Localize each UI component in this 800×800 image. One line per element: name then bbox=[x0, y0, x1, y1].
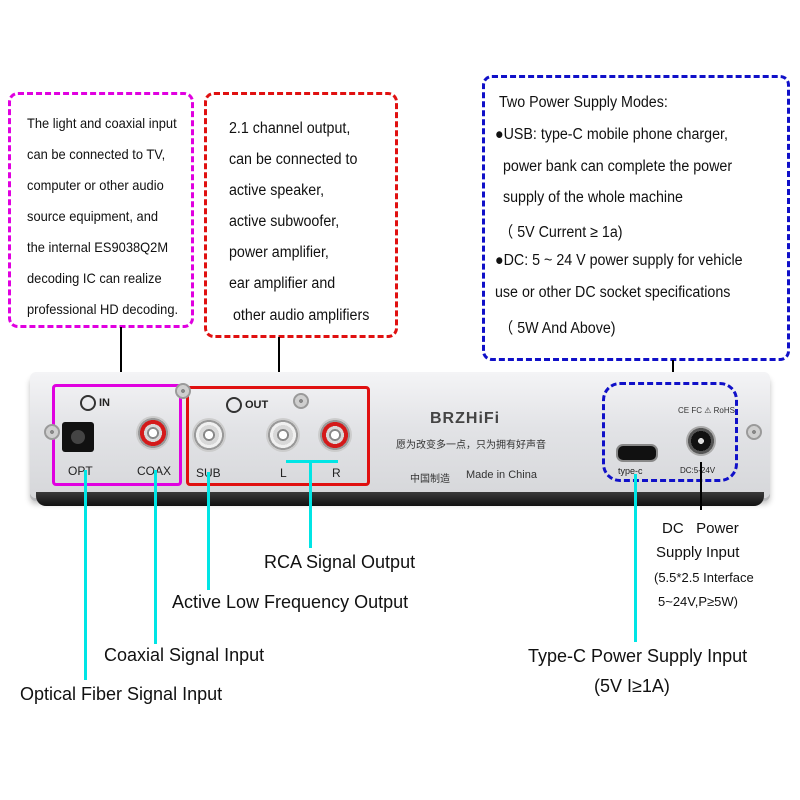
optical-pointer-line bbox=[84, 470, 87, 680]
output-callout-line: active speaker, bbox=[229, 182, 325, 199]
coax-annotation: Coaxial Signal Input bbox=[104, 645, 265, 665]
typec-label: type-c bbox=[618, 466, 643, 476]
input-callout: The light and coaxial input can be conne… bbox=[8, 92, 194, 328]
power-callout-line: ●DC: 5 ~ 24 V power supply for vehicle bbox=[495, 252, 743, 269]
rca-annotation: RCA Signal Output bbox=[264, 552, 416, 572]
made-in-cn: 中国制造 bbox=[410, 474, 450, 485]
output-callout-line: power amplifier, bbox=[229, 244, 329, 261]
typec-pointer-line bbox=[634, 474, 637, 642]
cert-marks: CE FC ⚠ RoHS bbox=[678, 406, 735, 415]
out-label: OUT bbox=[226, 397, 268, 413]
dc-label: DC:5-24V bbox=[680, 466, 716, 475]
output-arrow-icon bbox=[226, 397, 242, 413]
power-callout-line: power bank can complete the power bbox=[503, 158, 733, 175]
input-callout-line: decoding IC can realize bbox=[27, 270, 162, 286]
typec-annotation: Type-C Power Supply Input bbox=[528, 646, 748, 666]
power-callout-line: （ 5V Current ≥ 1a) bbox=[499, 224, 623, 241]
screw-icon bbox=[44, 424, 60, 440]
dc-annotation-title: DC Power bbox=[662, 520, 739, 537]
input-callout-line: source equipment, and bbox=[27, 208, 159, 224]
power-callout-line: ●USB: type-C mobile phone charger, bbox=[495, 126, 728, 143]
power-callout-line: supply of the whole machine bbox=[503, 189, 683, 206]
power-callout-line: Two Power Supply Modes: bbox=[499, 94, 668, 111]
dc-annotation-detail: (5.5*2.5 Interface bbox=[654, 570, 754, 585]
screw-icon bbox=[293, 393, 309, 409]
made-in-en: Made in China bbox=[466, 469, 537, 481]
input-callout-line: the internal ES9038Q2M bbox=[27, 239, 169, 255]
screw-icon bbox=[175, 383, 191, 399]
output-callout: 2.1 channel output, can be connected to … bbox=[204, 92, 398, 338]
coax-port bbox=[136, 416, 170, 450]
input-callout-line: The light and coaxial input bbox=[27, 115, 177, 131]
input-leader-line bbox=[120, 327, 122, 384]
dc-annotation-detail: 5~24V,P≥5W) bbox=[658, 594, 739, 609]
screw-icon bbox=[746, 424, 762, 440]
r-label: R bbox=[332, 466, 341, 480]
typec-annotation-detail: (5V I≥1A) bbox=[594, 676, 670, 696]
dc-pointer-line bbox=[700, 462, 702, 510]
dc-jack bbox=[686, 426, 716, 456]
output-callout-line: can be connected to bbox=[229, 151, 358, 168]
in-label: IN bbox=[80, 395, 110, 411]
output-callout-line: 2.1 channel output, bbox=[229, 120, 351, 137]
optical-port bbox=[62, 422, 94, 452]
sub-pointer-line bbox=[207, 472, 210, 590]
opt-label: OPT bbox=[68, 464, 93, 478]
output-highlight bbox=[186, 386, 370, 486]
input-arrow-icon bbox=[80, 395, 96, 411]
power-leader-line bbox=[672, 360, 674, 382]
output-callout-line: active subwoofer, bbox=[229, 213, 340, 230]
optical-annotation: Optical Fiber Signal Input bbox=[20, 684, 223, 704]
power-callout: Two Power Supply Modes: ●USB: type-C mob… bbox=[482, 75, 790, 361]
dc-annotation-title: Supply Input bbox=[656, 544, 740, 561]
rca-pointer-line bbox=[309, 460, 312, 548]
dac-chassis-base bbox=[36, 492, 764, 506]
output-callout-line: ear amplifier and bbox=[229, 275, 336, 292]
input-callout-line: computer or other audio bbox=[27, 177, 164, 193]
power-callout-line: use or other DC socket specifications bbox=[495, 284, 731, 301]
slogan: 愿为改变多一点，只为拥有好声音 bbox=[396, 440, 546, 451]
right-port bbox=[318, 418, 352, 452]
l-label: L bbox=[280, 466, 287, 480]
power-callout-line: （ 5W And Above) bbox=[499, 320, 616, 337]
input-callout-line: can be connected to TV, bbox=[27, 146, 166, 162]
power-highlight bbox=[602, 382, 738, 482]
left-port bbox=[266, 418, 300, 452]
output-leader-line bbox=[278, 337, 280, 386]
sub-annotation: Active Low Frequency Output bbox=[172, 592, 409, 612]
lr-bracket-line bbox=[286, 460, 338, 463]
brand-logo: BRZHiFi bbox=[430, 410, 501, 427]
coax-pointer-line bbox=[154, 470, 157, 644]
sub-port bbox=[192, 418, 226, 452]
typec-port bbox=[616, 444, 658, 462]
input-callout-line: professional HD decoding. bbox=[27, 301, 179, 317]
output-callout-line: other audio amplifiers bbox=[233, 307, 370, 324]
